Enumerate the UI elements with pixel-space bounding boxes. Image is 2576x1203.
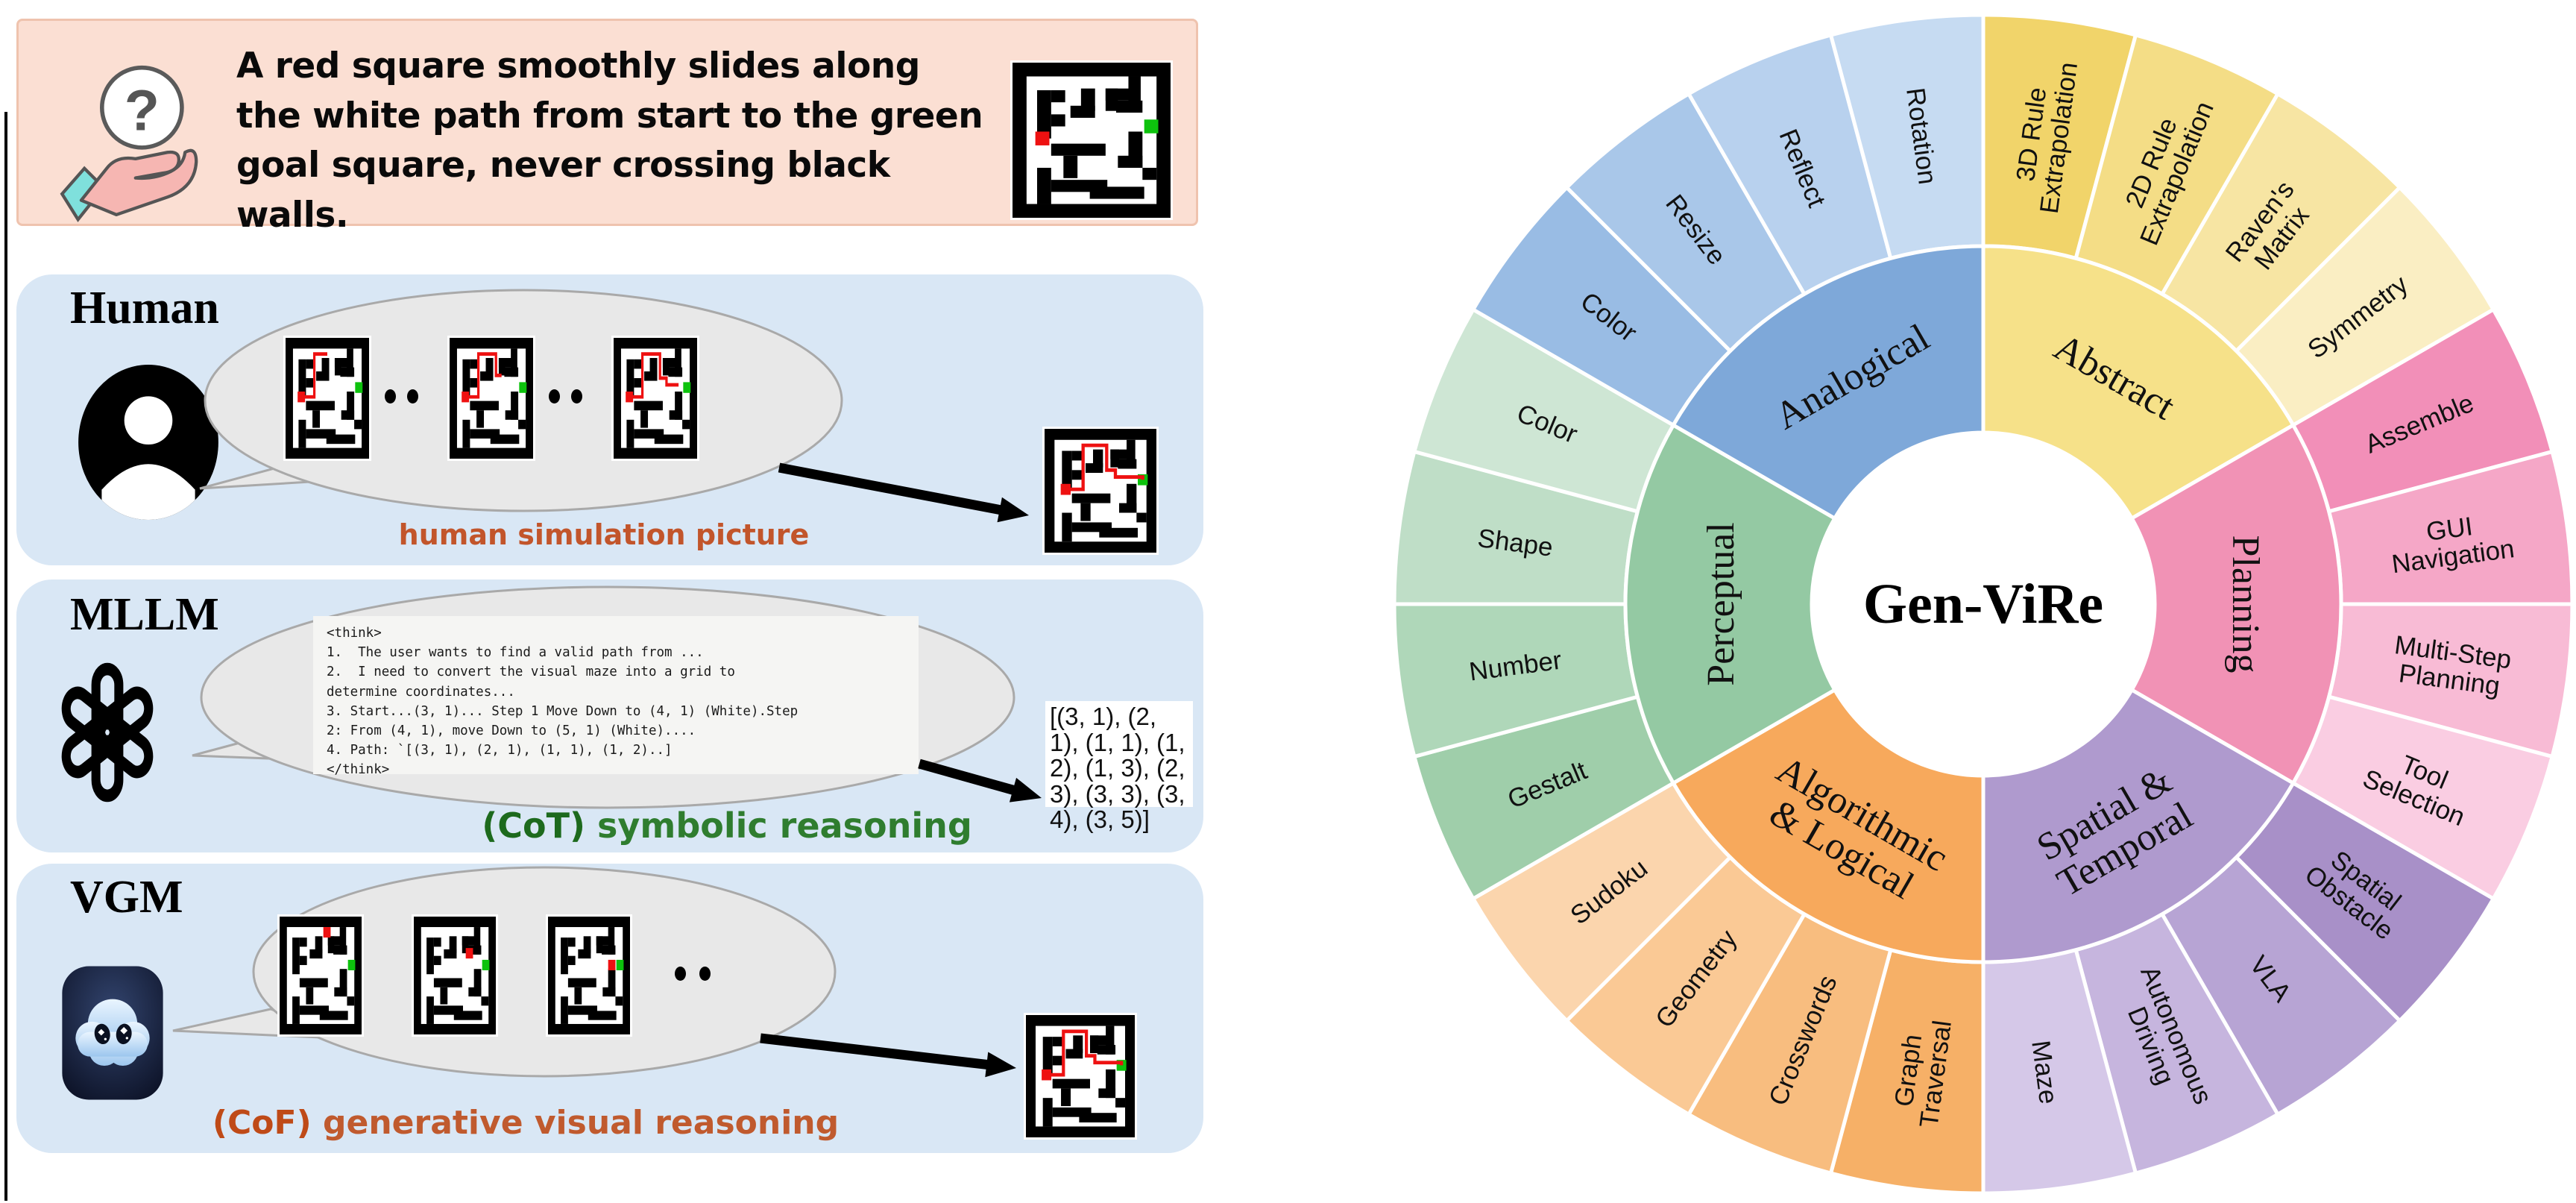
maze-solution-path	[629, 352, 679, 399]
wheel-center-circle	[1812, 433, 2155, 776]
think-line: 2. I need to convert the visual maze int…	[327, 665, 735, 680]
maze-graphic	[414, 917, 496, 1034]
question-mark-glyph: ?	[125, 79, 160, 143]
maze-goal-square	[519, 382, 527, 393]
think-line: 4. Path: `[(3, 1), (2, 1), (1, 1), (1, 2…	[327, 743, 673, 758]
maze-solution-path	[1065, 443, 1144, 491]
maze-graphic	[1013, 63, 1171, 218]
think-line: 1. The user wants to find a valid path f…	[327, 645, 704, 661]
row-title-vgm: VGM	[70, 872, 183, 923]
think-line: </think>	[327, 762, 390, 778]
maze-goal-square	[482, 959, 490, 970]
maze-start-square	[465, 948, 473, 959]
figure-left-border	[4, 112, 7, 1201]
wheel-sector-abstract	[1981, 244, 2296, 521]
think-line: 3. Start...(3, 1)... Step 1 Move Down to…	[327, 703, 799, 719]
maze-solution-path	[1046, 1029, 1124, 1077]
vgm-generated-frame-3	[546, 914, 632, 1037]
maze-graphic	[286, 338, 369, 459]
vgm-generated-frame-1	[277, 914, 364, 1037]
prompt-maze-image	[1010, 60, 1173, 220]
mllm-output-arrow	[918, 758, 1042, 802]
think-line: 2: From (4, 1), move Down to (5, 1) (Whi…	[327, 723, 696, 739]
maze-start-square	[1042, 1069, 1052, 1081]
wheel-center-label: Gen-ViRe	[1863, 573, 2103, 635]
ellipsis-dot	[571, 389, 582, 403]
wheel-sector-label-perceptual: Perceptual	[1700, 522, 1742, 685]
maze-goal-square	[1144, 119, 1159, 134]
maze-goal-square	[683, 382, 691, 393]
wheel-sector-perceptual	[1623, 422, 1838, 786]
mllm-caption-prefix: (CoT)	[482, 805, 586, 846]
question-hand-icon: ?	[60, 65, 198, 222]
vgm-caption-prefix: (CoF)	[212, 1104, 312, 1142]
human-output-arrow	[778, 462, 1029, 523]
person-icon	[78, 365, 218, 520]
vgm-output-arrow	[760, 1033, 1016, 1078]
maze-goal-square	[355, 382, 363, 393]
maze-graphic	[548, 917, 630, 1034]
maze-solution-path	[301, 352, 327, 399]
maze-graphic	[1026, 1015, 1135, 1137]
think-line: <think>	[327, 626, 382, 641]
maze-goal-square	[347, 959, 356, 970]
maze-start-square	[1060, 483, 1071, 495]
ellipsis-dot	[675, 967, 686, 981]
human-caption: human simulation picture	[399, 518, 810, 551]
ellipsis-dot	[699, 967, 711, 981]
vgm-caption: (CoF) generative visual reasoning	[212, 1104, 839, 1142]
wheel-sector-algorithmic-logical	[1670, 687, 1985, 964]
maze-start-square	[297, 392, 306, 403]
wheel-sector-planning	[2129, 422, 2343, 786]
human-caption-text: human simulation picture	[398, 518, 810, 551]
maze-start-square	[323, 927, 331, 938]
wheel-sector-label-planning: Planning	[2225, 535, 2267, 673]
maze-graphic	[280, 917, 362, 1034]
ellipsis-dot	[549, 389, 560, 403]
mllm-output-coordinates: [(3, 1), (2, 1), (1, 1), (1, 2), (1, 3),…	[1045, 701, 1193, 832]
mllm-caption-text: symbolic reasoning	[597, 805, 972, 846]
vgm-caption-text: generative visual reasoning	[323, 1104, 840, 1142]
human-output-maze	[1042, 427, 1159, 555]
maze-goal-square	[616, 959, 624, 970]
maze-graphic	[450, 338, 533, 459]
prompt-text: A red square smoothly slides along the w…	[236, 45, 983, 236]
wheel-sector-spatial-temporal	[1981, 687, 2296, 964]
prompt-box: ? A red square smoothly slides along the…	[16, 19, 1198, 236]
maze-graphic	[614, 338, 697, 459]
think-line: determine coordinates...	[327, 684, 515, 700]
maze-solution-path	[465, 352, 502, 399]
mllm-think-block: <think> 1. The user wants to find a valid…	[313, 616, 919, 777]
vgm-generated-frame-2	[412, 914, 498, 1037]
human-simulation-frame-3	[611, 336, 699, 461]
row-title-mllm: MLLM	[70, 589, 219, 640]
row-title-human: Human	[70, 283, 219, 333]
video-generation-app-icon	[62, 966, 163, 1100]
vgm-output-maze	[1024, 1013, 1137, 1140]
mllm-caption: (CoT) symbolic reasoning	[482, 805, 972, 846]
maze-start-square	[1035, 131, 1050, 145]
openai-logo-icon	[61, 662, 154, 802]
ellipsis-dot	[407, 389, 418, 403]
maze-graphic	[1045, 429, 1156, 553]
human-simulation-frame-2	[447, 336, 535, 461]
wheel-sector-analogical	[1670, 244, 1985, 521]
human-simulation-frame-1	[283, 336, 371, 461]
ellipsis-dot	[385, 389, 396, 403]
maze-start-square	[608, 959, 616, 970]
